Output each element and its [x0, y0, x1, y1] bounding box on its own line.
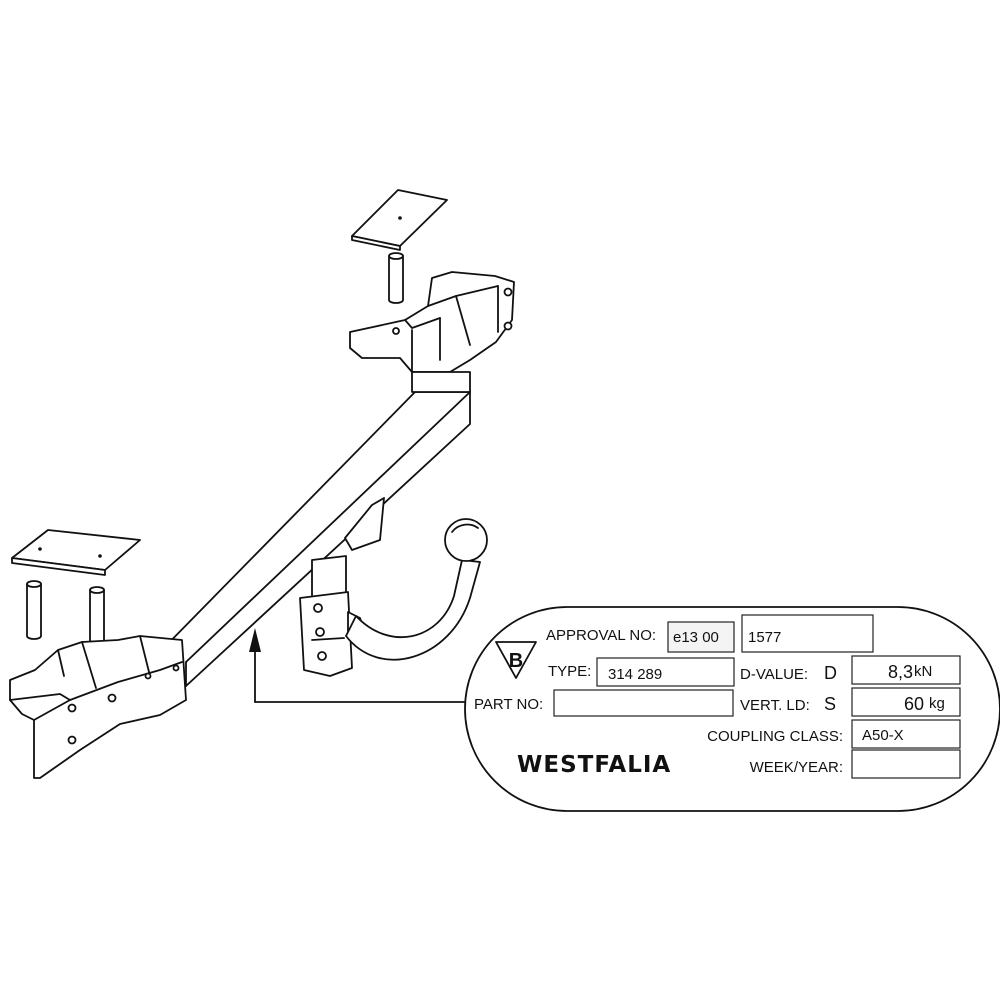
left-mounting-plate [11, 529, 141, 576]
d-value-label: D-VALUE: [740, 666, 808, 683]
approval-number: 1577 [748, 629, 781, 646]
approval-number-field [741, 614, 874, 653]
top-mounting-plate [351, 189, 448, 251]
type-label: TYPE: [548, 663, 591, 680]
d-value-field [851, 655, 961, 685]
pointer-arrow [249, 628, 471, 703]
neck-holder [299, 497, 385, 677]
identification-plate: B APPROVAL NO: e13 00 1577 TYPE: 314 289… [464, 606, 1000, 812]
badge-icon: B [495, 641, 537, 679]
type-value: 314 289 [608, 666, 662, 683]
badge-letter: B [509, 650, 523, 672]
coupling-field [851, 719, 961, 749]
d-value: 8,3 [888, 662, 913, 682]
left-spacer-tube-1 [26, 580, 42, 640]
coupling-value: A50-X [862, 727, 904, 744]
right-side-bracket [349, 271, 515, 373]
top-spacer-tube [388, 252, 404, 304]
tow-ball-neck [345, 518, 488, 661]
left-spacer-tube-2 [89, 586, 105, 644]
vert-unit: kg [929, 695, 945, 712]
brand-logo: WESTFALIA [517, 752, 671, 778]
vert-value: 60 [904, 694, 924, 714]
approval-code: e13 00 [673, 629, 719, 646]
part-field [553, 689, 734, 717]
d-letter: D [824, 663, 837, 683]
approval-code-field [667, 621, 735, 653]
vert-letter: S [824, 694, 836, 714]
d-unit: kN [914, 663, 932, 680]
vert-field [851, 687, 961, 717]
week-label: WEEK/YEAR: [750, 759, 843, 776]
coupling-label: COUPLING CLASS: [707, 728, 843, 745]
approval-label: APPROVAL NO: [546, 627, 656, 644]
type-field [596, 657, 735, 687]
cross-beam [149, 371, 471, 687]
part-label: PART NO: [474, 696, 543, 713]
left-side-bracket [9, 635, 187, 779]
vert-label: VERT. LD: [740, 697, 810, 714]
week-field [851, 749, 961, 779]
